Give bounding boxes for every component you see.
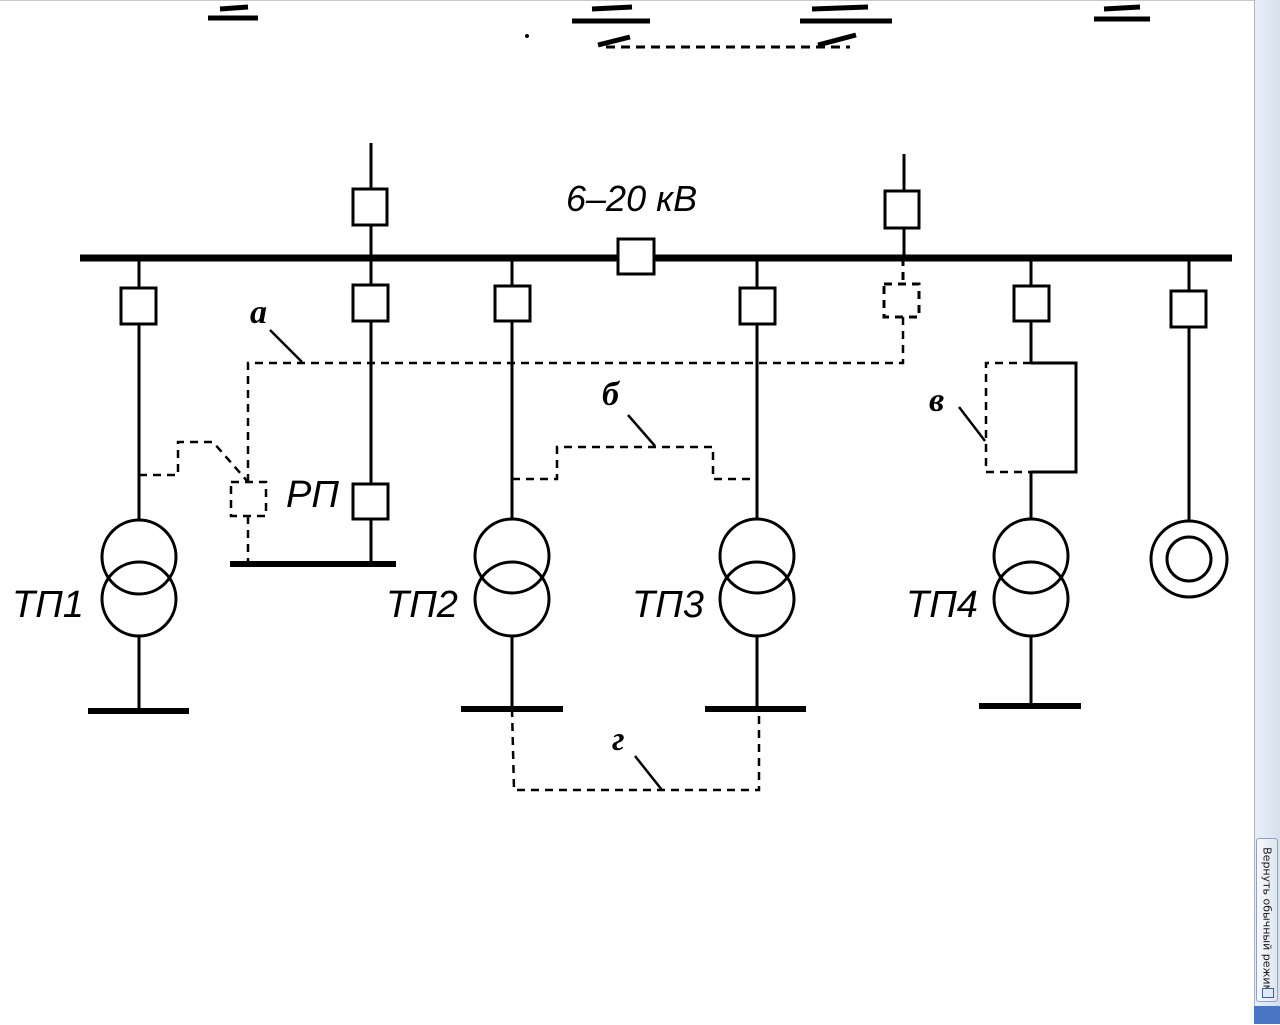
leader-a (269, 329, 303, 363)
tp2-label: ТП2 (386, 584, 458, 626)
connection-label-b: б (602, 376, 621, 413)
breaker-rp-input (351, 482, 390, 521)
diagram-canvas: 6–20 кВ РП ТП1 ТП2 ТП3 ТП4 а б в г (0, 0, 1254, 792)
backup-line-b (512, 445, 757, 481)
tp3-label: ТП3 (632, 584, 704, 626)
reserve-feeder (882, 258, 921, 319)
cropped-top-remnant (208, 4, 1150, 49)
connection-label-g: г (612, 721, 625, 758)
transformer-tp3-winding-1 (718, 517, 796, 595)
transformer-tp1-winding-2 (100, 560, 178, 638)
backup-line-v (984, 361, 1031, 474)
feeder-rp (230, 258, 396, 567)
document-icon (1262, 988, 1274, 998)
transformer-tp4-winding-2 (992, 560, 1070, 638)
connection-label-v: в (929, 382, 944, 419)
leader-v (958, 406, 986, 442)
breaker-tp4 (1012, 284, 1051, 323)
feeder-tp3 (705, 258, 806, 712)
backup-line-tp1 (139, 440, 249, 483)
feeder-tp4 (979, 258, 1081, 709)
return-button-label: Вернуть обычный режим (1260, 847, 1274, 993)
incoming-feeder-2 (883, 154, 921, 258)
backup-breaker-rp (229, 480, 268, 518)
feeder-motor (1149, 258, 1229, 599)
feeder-tp2 (461, 258, 563, 712)
motor-outer (1149, 519, 1229, 599)
transformer-tp3-winding-2 (718, 560, 796, 638)
incoming-breaker-1 (351, 187, 389, 227)
transformer-tp2-winding-2 (473, 560, 551, 638)
feeder-tp1 (88, 258, 189, 714)
leader-g (634, 755, 663, 791)
breaker-tp1 (119, 286, 158, 326)
incoming-breaker-2 (883, 189, 921, 230)
sectional-breaker (616, 237, 656, 276)
breaker-tp2 (493, 284, 532, 323)
connection-label-a: а (250, 294, 267, 331)
breaker-rp-line (351, 283, 390, 323)
incoming-feeder-1 (351, 143, 389, 258)
return-normal-mode-button[interactable]: Вернуть обычный режим (1256, 838, 1278, 1002)
transformer-tp1-winding-1 (100, 518, 178, 596)
transformer-tp4-winding-1 (992, 517, 1070, 595)
backup-line-a (246, 317, 905, 482)
breaker-motor (1169, 289, 1208, 329)
breaker-tp3 (738, 286, 777, 326)
backup-line-g (510, 708, 761, 792)
rp-label: РП (286, 474, 339, 516)
side-bottom-bar (1254, 1006, 1280, 1024)
electrical-network-diagram: 6–20 кВ РП ТП1 ТП2 ТП3 ТП4 а б в г (12, 4, 1232, 792)
tp4-label: ТП4 (906, 584, 978, 626)
tp1-label: ТП1 (12, 584, 84, 626)
motor-inner (1165, 535, 1213, 583)
leader-b (627, 414, 656, 447)
transformer-tp2-winding-1 (473, 517, 551, 595)
reserve-breaker (882, 282, 921, 319)
voltage-label: 6–20 кВ (566, 178, 697, 219)
